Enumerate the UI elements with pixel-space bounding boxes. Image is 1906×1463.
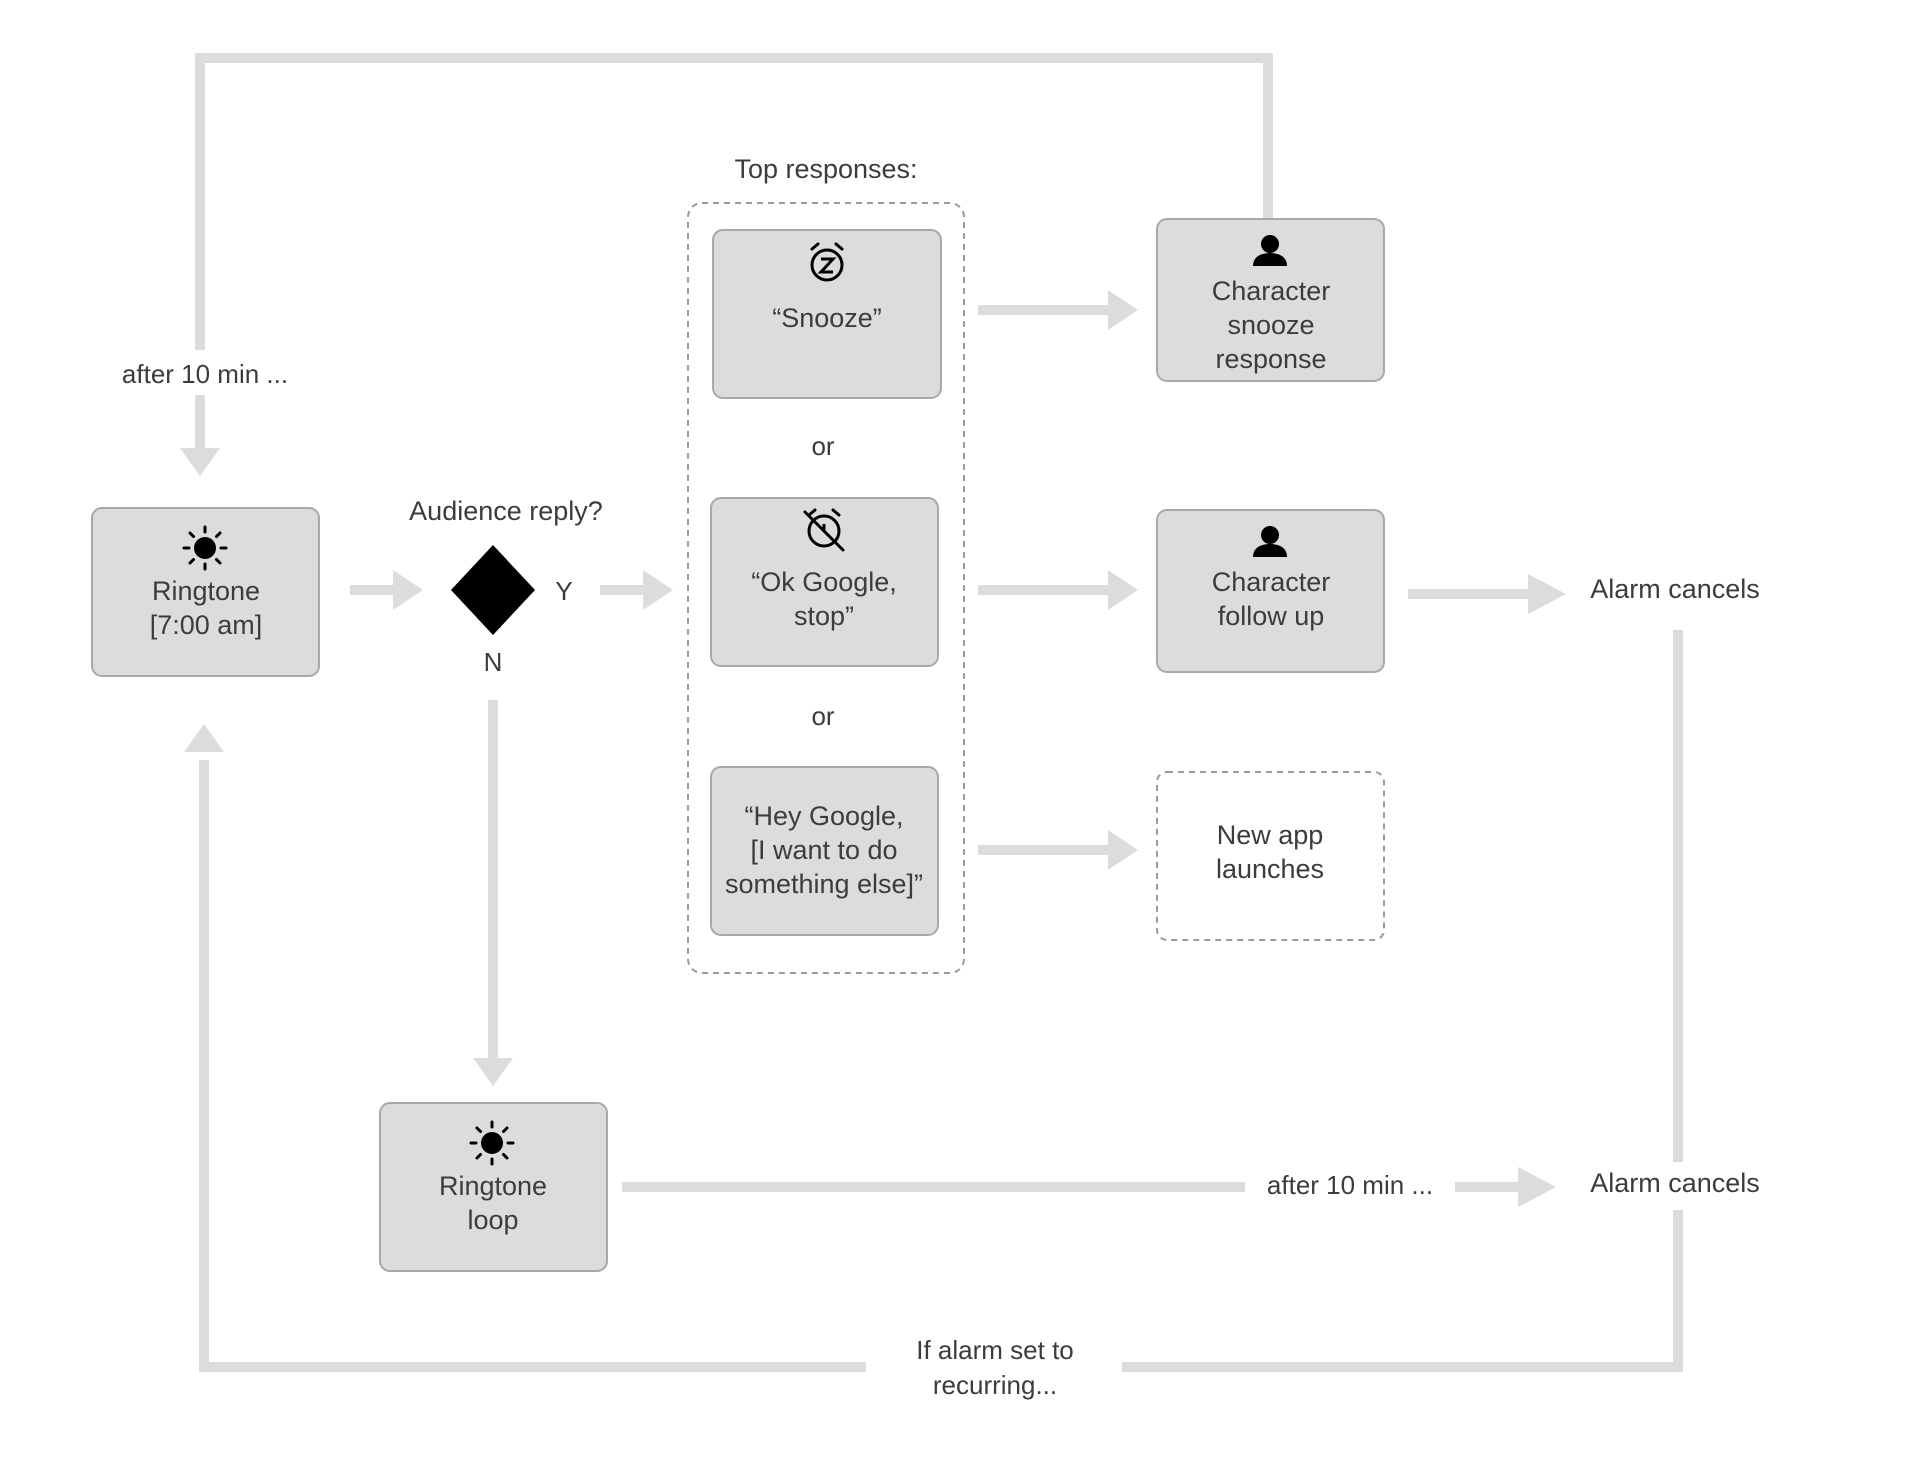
top-responses-label: Top responses:: [734, 154, 917, 184]
top-responses-group: [687, 202, 965, 974]
alarm-cancels-label-2: Alarm cancels: [1590, 1168, 1760, 1198]
decision-diamond: [451, 545, 535, 635]
stop-node: “Ok Google, stop”: [710, 497, 939, 667]
ringtone-line1: Ringtone: [152, 576, 260, 606]
alarm-cancels-label-1: Alarm cancels: [1590, 574, 1760, 604]
arrowhead-up-to-ringtone: [184, 724, 224, 752]
ringtone-loop-line2: loop: [467, 1205, 518, 1235]
ringtone-loop-node: Ringtone loop: [379, 1102, 608, 1272]
arrowheads: [180, 290, 1566, 1207]
new-app-box: [1156, 771, 1385, 941]
snooze-loop-connector: [195, 53, 1273, 350]
character-follow-up-line2: follow up: [1218, 601, 1325, 631]
character-snooze-box: [1156, 218, 1385, 382]
character-follow-up-box: [1156, 509, 1385, 673]
ringtone-box: [91, 507, 320, 677]
ringtone-node: Ringtone [7:00 am]: [91, 507, 320, 677]
character-snooze-line2: snooze: [1227, 310, 1314, 340]
snooze-line1: “Snooze”: [772, 303, 882, 333]
person-icon: [1253, 526, 1287, 557]
ringtone-loop-box: [379, 1102, 608, 1272]
no-label: N: [484, 647, 503, 677]
sun-icon: [182, 525, 228, 571]
connectors: [195, 53, 1683, 1372]
arrowhead-down-ringtone: [180, 448, 220, 476]
hey-google-node: “Hey Google, [I want to do something els…: [710, 766, 939, 936]
arrowhead-right-to-alarm-cancels-2: [1518, 1167, 1556, 1207]
recurring-label-line2: recurring...: [933, 1370, 1057, 1400]
stop-line2: stop”: [794, 601, 854, 631]
new-app-node: New app launches: [1156, 771, 1385, 941]
arrowhead-right-to-alarm-cancels-1: [1528, 574, 1566, 614]
hey-google-box: [710, 766, 939, 936]
character-snooze-line3: response: [1215, 344, 1326, 374]
recurring-loop-right-connector: [1122, 1210, 1683, 1372]
stop-line1: “Ok Google,: [751, 567, 897, 597]
arrowhead-down-to-ringtone-loop: [473, 1058, 513, 1086]
character-snooze-node: Character snooze response: [1156, 218, 1385, 382]
snooze-node: “Snooze”: [712, 229, 942, 399]
arrowhead-right-to-char-snooze: [1108, 290, 1138, 330]
arrowhead-right-to-new-app: [1108, 830, 1138, 870]
ringtone-line2: [7:00 am]: [150, 610, 263, 640]
yes-label: Y: [555, 576, 572, 606]
snooze-box: [712, 229, 942, 399]
arrowhead-right-to-char-follow: [1108, 570, 1138, 610]
recurring-loop-left-connector: [199, 760, 866, 1372]
arrowhead-right-to-decision: [393, 570, 423, 610]
after-10-min-label-bottom: after 10 min ...: [1267, 1170, 1433, 1200]
or-label-1: or: [811, 431, 834, 461]
or-label-2: or: [811, 701, 834, 731]
character-follow-up-line1: Character: [1212, 567, 1331, 597]
arrowhead-right-to-responses: [643, 570, 673, 610]
hey-google-line1: “Hey Google,: [744, 801, 903, 831]
new-app-line1: New app: [1217, 820, 1324, 850]
character-follow-up-node: Character follow up: [1156, 509, 1385, 673]
hey-google-line2: [I want to do: [750, 835, 897, 865]
audience-reply-label: Audience reply?: [409, 496, 603, 526]
stop-box: [710, 497, 939, 667]
after-10-min-label-top: after 10 min ...: [122, 359, 288, 389]
alarm-snooze-icon: [810, 242, 844, 282]
alarm-off-icon: [803, 508, 845, 552]
ringtone-loop-line1: Ringtone: [439, 1171, 547, 1201]
new-app-line2: launches: [1216, 854, 1324, 884]
recurring-label-line1: If alarm set to: [916, 1335, 1074, 1365]
person-icon: [1253, 235, 1287, 266]
hey-google-line3: something else]”: [725, 869, 923, 899]
sun-icon: [469, 1120, 515, 1166]
character-snooze-line1: Character: [1212, 276, 1331, 306]
